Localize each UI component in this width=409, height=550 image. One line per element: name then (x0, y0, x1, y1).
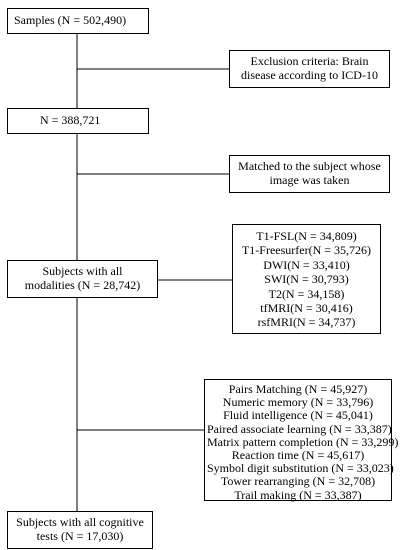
n388721-line-1: N = 388,721 (40, 113, 101, 127)
modality-item: T1-Freesurfer(N = 35,726) (241, 243, 372, 258)
all-modalities-box: Subjects with all modalities (N = 28,742… (7, 260, 158, 298)
all-cognitive-line-2: tests (N = 17,030) (36, 529, 124, 544)
cognitive-test-item: Reaction time (N = 45,617) (231, 448, 365, 463)
samples-line-1: Samples (N = 502,490) (14, 13, 127, 27)
modalities-list-box: T1-FSL(N = 34,809) T1-Freesurfer(N = 35,… (232, 224, 381, 334)
cognitive-test-item: Tower rearranging (N = 32,708) (220, 474, 376, 489)
samples-box: Samples (N = 502,490) (7, 8, 149, 34)
cognitive-tests-list-box: Pairs Matching (N = 45,927) Numeric memo… (204, 379, 399, 502)
cognitive-test-item: Paired associate learning (N = 33,387) (207, 421, 392, 436)
all-cognitive-line-1: Subjects with all cognitive (16, 515, 144, 529)
cognitive-test-item: Fluid intelligence (N = 45,041) (223, 408, 373, 423)
matched-line-1: Matched to the subject whose (238, 159, 381, 173)
all-cognitive-tests-box: Subjects with all cognitive tests (N = 1… (7, 511, 153, 549)
cognitive-test-item: Numeric memory (N = 33,796) (222, 395, 374, 410)
matched-box: Matched to the subject whose image was t… (229, 155, 390, 193)
all-modalities-line-1: Subjects with all (42, 264, 123, 278)
modality-item: SWI(N = 30,793) (264, 272, 349, 287)
exclusion-line-2: disease according to ICD-10 (241, 68, 378, 83)
cognitive-test-item: Trail making (N = 33,387) (234, 487, 362, 502)
all-modalities-line-2: modalities (N = 28,742) (24, 278, 141, 293)
modality-item: rsfMRI(N = 34,737) (257, 315, 356, 330)
cognitive-test-item: Pairs Matching (N = 45,927) (228, 382, 368, 396)
modality-item: T2(N = 34,158) (268, 286, 345, 301)
modality-item: T1-FSL(N = 34,809) (256, 229, 357, 243)
cognitive-test-item: Matrix pattern completion (N = 33,299) (207, 434, 399, 449)
exclusion-criteria-box: Exclusion criteria: Brain disease accord… (229, 50, 390, 88)
cognitive-test-item: Symbol digit substitution (N = 33,023) (207, 461, 394, 476)
matched-line-2: image was taken (269, 173, 350, 188)
n388721-box: N = 388,721 (7, 108, 149, 134)
exclusion-line-1: Exclusion criteria: Brain (250, 54, 369, 68)
modality-item: DWI(N = 33,410) (263, 257, 350, 272)
modality-item: tfMRI(N = 30,416) (260, 301, 353, 316)
